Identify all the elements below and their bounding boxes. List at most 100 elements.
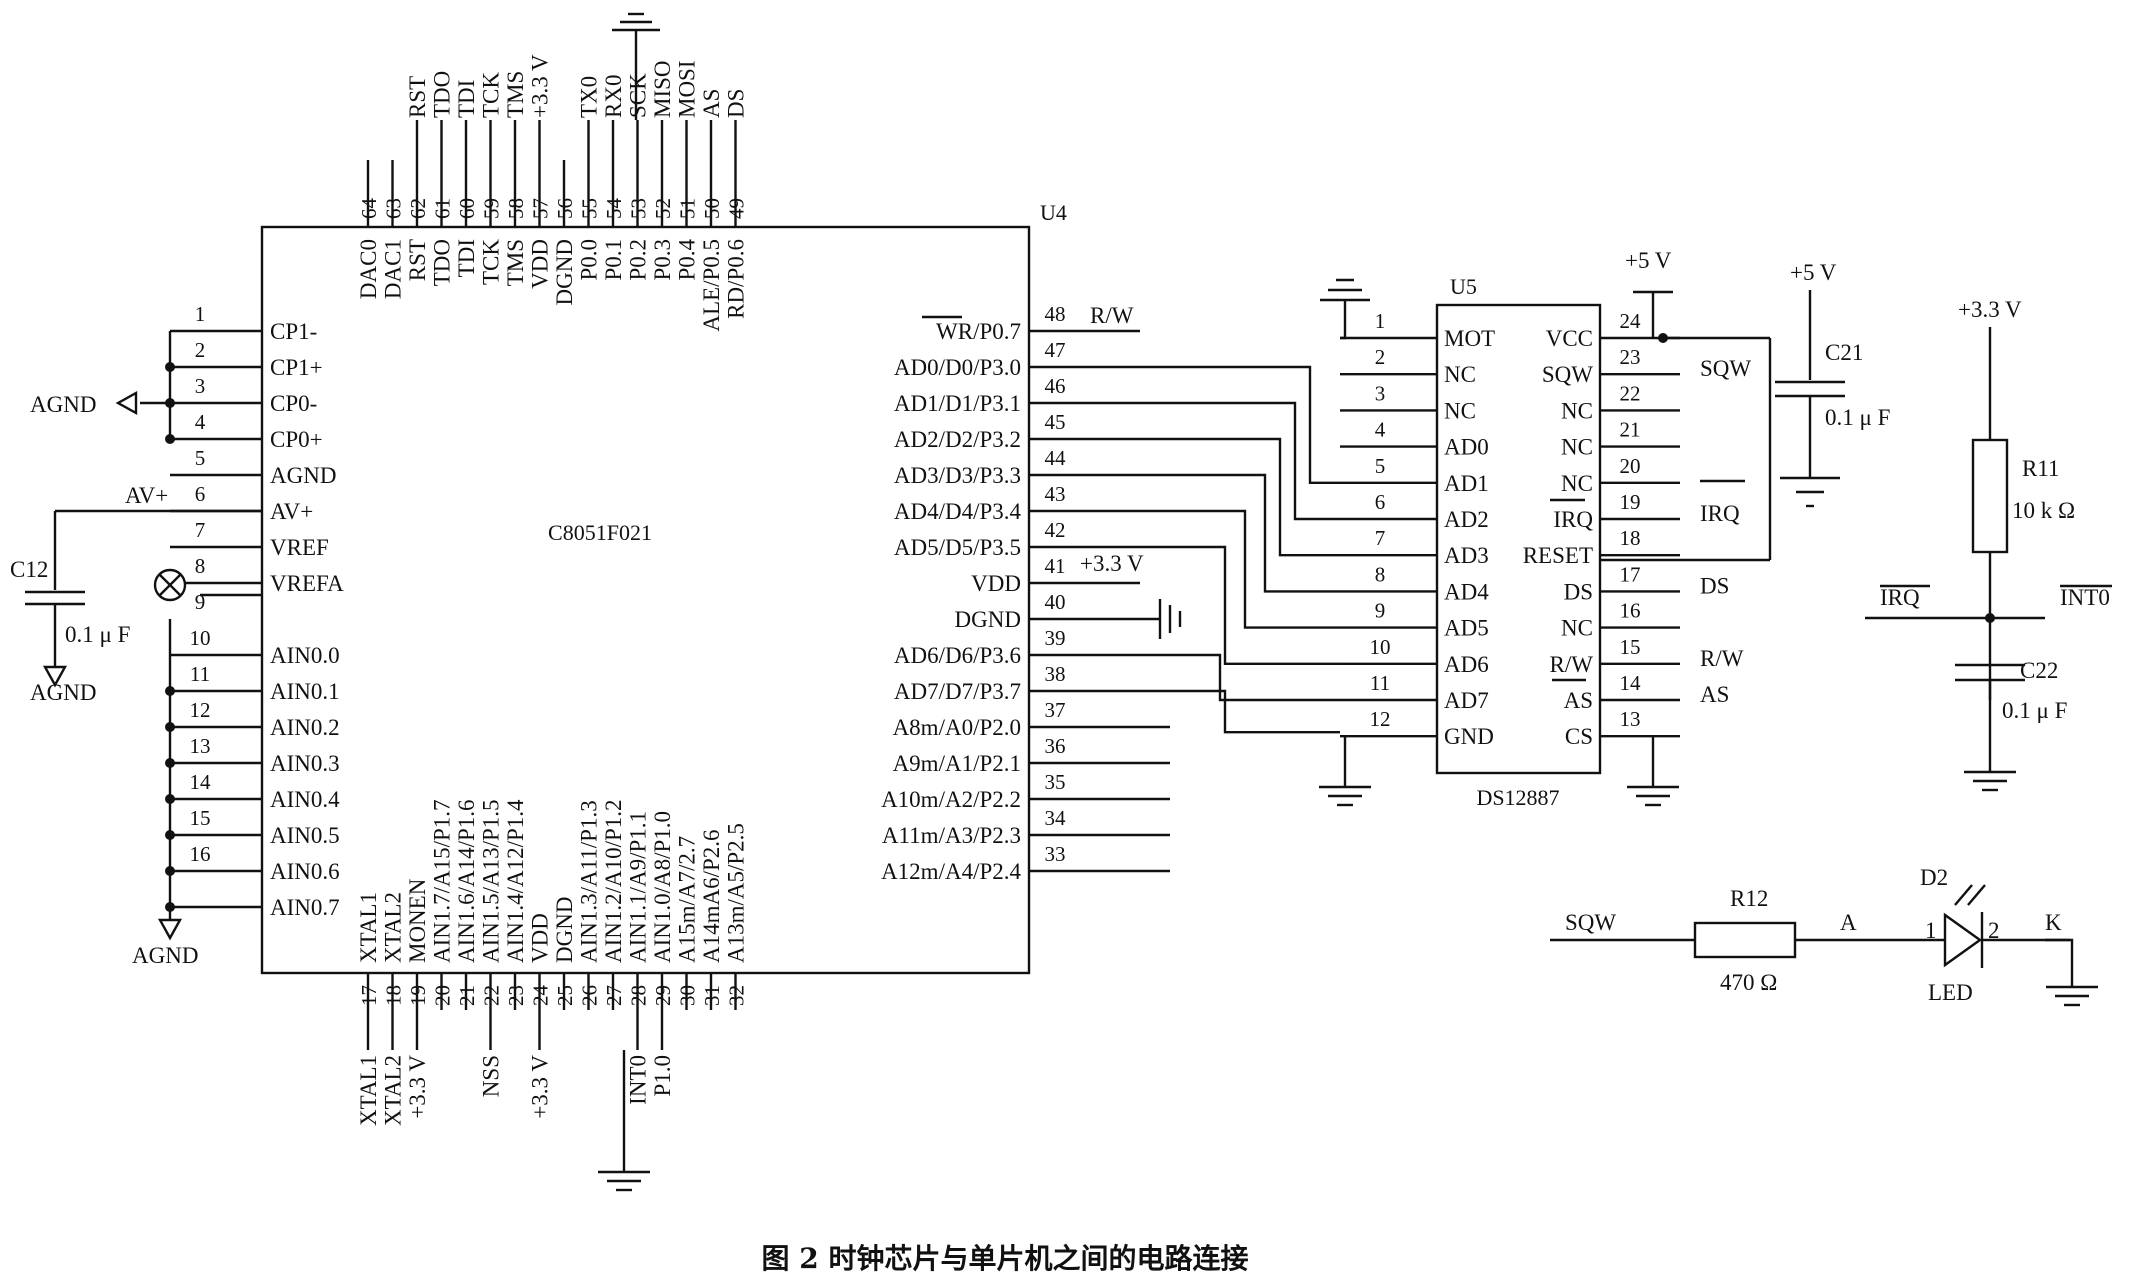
u4-left-pin-number: 9 xyxy=(195,590,206,614)
junction-dot xyxy=(165,794,175,804)
u4-top-pin-label: DGND xyxy=(552,239,577,305)
u4-right-pin-label: A12m/A4/P2.4 xyxy=(881,859,1021,884)
agnd-arrow-icon xyxy=(115,390,138,416)
junction-dot xyxy=(165,686,175,696)
u4-left-pin-number: 4 xyxy=(195,410,206,434)
u4-right-pin-number: 43 xyxy=(1045,482,1066,506)
u5-right-pin-number: 13 xyxy=(1620,707,1641,731)
u5-right-pin-label: RESET xyxy=(1523,543,1593,568)
u4-top-pin-label: P0.0 xyxy=(577,239,602,281)
u5-left-pin-label: AD3 xyxy=(1444,543,1489,568)
u4-right-pin-number: 39 xyxy=(1045,626,1066,650)
u5-right-pin-number: 16 xyxy=(1620,599,1641,623)
u5-left-pin-label: AD6 xyxy=(1444,652,1489,677)
u5-right-pin-number: 24 xyxy=(1620,309,1642,333)
u5-vcc-net-label: +5 V xyxy=(1625,248,1672,273)
u4-left-pin-number: 6 xyxy=(195,482,206,506)
u5-left-pin-number: 12 xyxy=(1370,707,1391,731)
lamp-icon xyxy=(153,568,187,602)
data-bus-wire xyxy=(1140,365,1340,484)
junction-dot xyxy=(165,902,175,912)
data-bus-wire xyxy=(1140,545,1340,665)
u5-left-pin-number: 3 xyxy=(1375,381,1386,405)
dynamic-content: U4C8051F021CP1-1CP1+2CP0-3CP0+4AGND5AV+6… xyxy=(10,12,2112,1192)
u5-left-pin-label: NC xyxy=(1444,398,1476,423)
u4-left-pin-number: 14 xyxy=(190,770,212,794)
avplus-net-label: AV+ xyxy=(125,483,168,508)
agnd-arrow-icon xyxy=(157,918,183,941)
u4-right-pin-number: 37 xyxy=(1045,698,1066,722)
u4-left-pin-label: AV+ xyxy=(270,499,313,524)
r11-resistor-body xyxy=(1971,438,2009,554)
u4-left-pin-label: AIN0.2 xyxy=(270,715,340,740)
u5-right-pin-label: IRQ xyxy=(1553,507,1593,532)
u4-left-pin-label: AIN0.6 xyxy=(270,859,340,884)
u4-top-pin-label: RST xyxy=(405,239,430,281)
u4-bottom-pin-label: A15m/A7/2.7 xyxy=(675,836,700,963)
u4-top-net-label: RST xyxy=(405,76,430,118)
u4-right-pin-label: WR/P0.7 xyxy=(936,319,1021,344)
u4-top-net-label: TDO xyxy=(430,71,455,118)
u4-bottom-pin-label: AIN1.6/A14/P1.6 xyxy=(454,799,479,963)
u5-left-pin-number: 9 xyxy=(1375,599,1386,623)
u4-right-pin-number: 40 xyxy=(1045,590,1066,614)
data-bus-wire xyxy=(1140,689,1340,734)
u4-bottom-pin-label: VDD xyxy=(528,913,553,963)
u5-right-net-label: SQW xyxy=(1700,356,1751,381)
u4-left-pin-label: AIN0.0 xyxy=(270,643,340,668)
u4-left-pin-label: AIN0.3 xyxy=(270,751,340,776)
u4-right-net-label: +3.3 V xyxy=(1080,551,1144,576)
u5-right-pin-number: 22 xyxy=(1620,381,1641,405)
u5-left-pin-label: AD0 xyxy=(1444,435,1489,460)
u4-bottom-pin-label: AIN1.7/A15/P1.7 xyxy=(430,799,455,963)
led-pin2-label: 2 xyxy=(1988,918,2000,943)
u4-left-pin-number: 11 xyxy=(190,662,210,686)
agnd-net-label: AGND xyxy=(30,680,96,705)
u4-bottom-pin-label: A14mA6/P2.6 xyxy=(699,829,724,963)
u4-top-net-label: DS xyxy=(724,89,749,118)
u4-bottom-pin-label: AIN1.4/A12/P1.4 xyxy=(503,799,528,963)
u4-right-pin-label: DGND xyxy=(955,607,1021,632)
u4-top-net-label: MOSI xyxy=(675,60,700,118)
u4-left-pin-number: 15 xyxy=(190,806,211,830)
u4-right-pin-number: 33 xyxy=(1045,842,1066,866)
u5-left-pin-label: AD5 xyxy=(1444,616,1489,641)
junction-dot xyxy=(165,434,175,444)
u5-left-pin-number: 1 xyxy=(1375,309,1386,333)
u5-right-pin-label: NC xyxy=(1561,616,1593,641)
led-label: LED xyxy=(1928,980,1973,1005)
u4-left-pin-label: CP1- xyxy=(270,319,317,344)
junction-dot xyxy=(1985,613,1995,623)
u4-right-pin-number: 47 xyxy=(1045,338,1066,362)
u5-right-pin-label: VCC xyxy=(1546,326,1593,351)
u4-top-pin-label: TMS xyxy=(503,239,528,286)
u4-right-pin-number: 38 xyxy=(1045,662,1066,686)
u4-top-pin-label: ALE/P0.5 xyxy=(699,239,724,332)
u4-left-pin-label: AIN0.5 xyxy=(270,823,340,848)
u4-right-pin-label: VDD xyxy=(971,571,1021,596)
u4-right-net-label: R/W xyxy=(1090,303,1134,328)
u5-right-pin-label: NC xyxy=(1561,471,1593,496)
u5-left-pin-number: 8 xyxy=(1375,562,1386,586)
r11-reference: R11 xyxy=(2022,456,2060,481)
u5-part-name: DS12887 xyxy=(1476,785,1559,810)
agnd-net-label: AGND xyxy=(30,392,96,417)
u5-left-pin-number: 4 xyxy=(1375,418,1386,442)
u5-right-pin-label: AS xyxy=(1564,688,1593,713)
u4-chip-body xyxy=(260,225,1031,975)
u4-bottom-pin-label: AIN1.1/A9/P1.1 xyxy=(626,811,651,963)
u4-right-pin-number: 41 xyxy=(1045,554,1066,578)
r12-value: 470 Ω xyxy=(1720,970,1777,995)
u4-top-pin-label: TCK xyxy=(479,239,504,285)
u4-top-pin-label: P0.1 xyxy=(601,239,626,281)
u4-right-pin-number: 42 xyxy=(1045,518,1066,542)
mot-wire xyxy=(1340,300,1347,340)
u4-left-pin-number: 12 xyxy=(190,698,211,722)
r12-resistor-body xyxy=(1693,921,1797,959)
u4-top-pin-label: P0.3 xyxy=(650,239,675,281)
u4-bottom-pin-label: AIN1.2/A10/P1.2 xyxy=(601,799,626,963)
u4-right-pin-label: AD2/D2/P3.2 xyxy=(894,427,1021,452)
figure-caption: 图 2 时钟芯片与单片机之间的电路连接 xyxy=(762,1242,1249,1275)
u4-top-pin-label: VDD xyxy=(528,239,553,289)
u4-reference: U4 xyxy=(1040,200,1067,225)
